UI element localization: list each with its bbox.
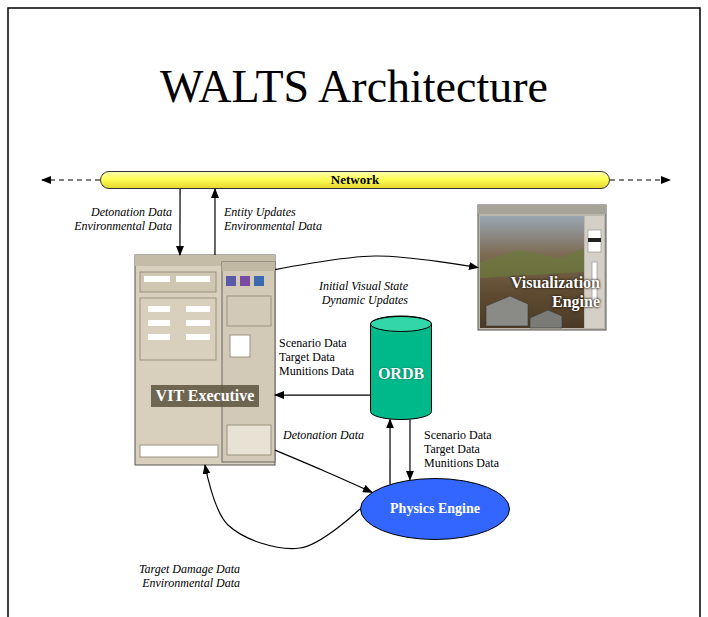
window-list — [230, 335, 250, 357]
node-label: Physics Engine — [390, 500, 480, 518]
cylinder-body — [371, 316, 432, 420]
visualization-window: Visualization Engine — [478, 205, 606, 330]
executive-window: VIT Executive — [135, 255, 275, 465]
connector-arrow — [409, 420, 410, 480]
window-panel — [227, 425, 271, 455]
connector-arrow — [275, 256, 478, 270]
connector-arrow — [275, 394, 370, 395]
database-cylinder: ORDB — [370, 316, 432, 420]
window-screenshot — [478, 205, 606, 330]
toolbar-icon — [226, 276, 236, 286]
diagram-title: WALTS Architecture — [0, 60, 708, 114]
window-field — [148, 320, 170, 326]
ellipse-body — [361, 479, 510, 540]
window-field — [186, 334, 210, 340]
window-panel — [227, 296, 271, 326]
node-label: Network — [331, 172, 379, 188]
toolbar-icon — [240, 276, 250, 286]
connector-arrow — [179, 189, 180, 255]
connector-arrow — [275, 450, 372, 492]
network-bus: Network — [100, 171, 610, 189]
window-field — [186, 320, 210, 326]
connector-arrow — [205, 465, 360, 548]
window-field — [186, 306, 210, 312]
edge-label: Entity Updates Environmental Data — [224, 205, 342, 233]
connector-arrow — [214, 189, 215, 255]
window-field — [144, 276, 170, 282]
node-label: VIT Executive — [151, 385, 260, 407]
window-slider — [588, 230, 601, 252]
window-titlebar — [222, 262, 275, 271]
connector-arrow — [389, 419, 390, 484]
terrain-view — [480, 216, 584, 328]
window-slider — [588, 238, 601, 242]
terrain-building — [530, 310, 562, 328]
bus-extension — [610, 179, 670, 180]
window-screenshot — [222, 262, 275, 462]
physics-ellipse: Physics Engine — [360, 478, 510, 540]
edge-label: Scenario Data Target Data Munitions Data — [424, 428, 516, 470]
edge-label: Initial Visual State Dynamic Updates — [282, 279, 408, 307]
terrain-building — [486, 296, 528, 326]
bus-extension — [42, 179, 100, 180]
window-panel — [140, 272, 216, 292]
edge-label: Target Damage Data Environmental Data — [100, 562, 240, 590]
edge-label: Detonation Data — [283, 428, 369, 442]
node-label: ORDB — [378, 364, 424, 384]
cylinder-top — [371, 317, 432, 332]
toolbar-icon — [254, 276, 264, 286]
node-label: Visualization Engine — [484, 273, 600, 311]
terrain-hill — [480, 248, 584, 278]
window-field — [176, 276, 210, 282]
window-field — [148, 334, 170, 340]
edge-label: Detonation Data Environmental Data — [56, 205, 172, 233]
window-statusbar — [140, 445, 218, 457]
window-titlebar — [478, 205, 606, 214]
window-panel — [140, 298, 216, 360]
window-screenshot — [135, 255, 275, 465]
edge-label: Scenario Data Target Data Munitions Data — [279, 336, 365, 378]
window-sidebar — [585, 216, 604, 328]
window-field — [148, 306, 170, 312]
